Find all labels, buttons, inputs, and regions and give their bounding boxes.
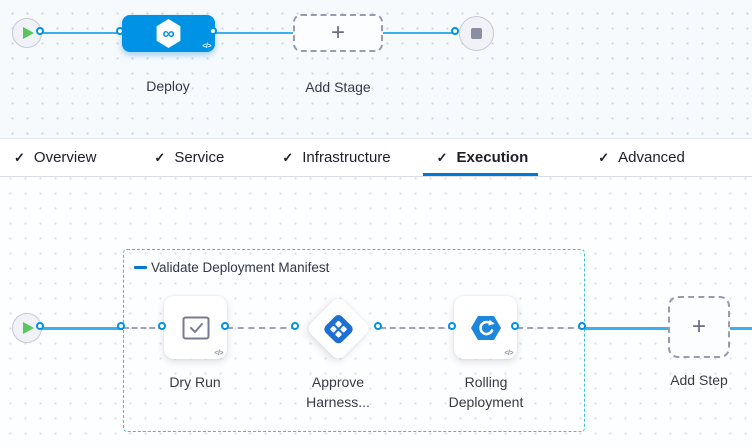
stage-pipeline-canvas: ∞ </> + Deploy Add Stage	[0, 0, 752, 139]
plus-icon: +	[331, 21, 345, 45]
connector-line	[383, 32, 458, 35]
step-node-rolling-deployment[interactable]: </>	[454, 296, 517, 359]
harness-cd-icon: ∞	[155, 19, 182, 48]
tab-label: Overview	[34, 149, 97, 166]
connector-line-dashed	[380, 327, 454, 329]
connector-port[interactable]	[221, 322, 229, 330]
connector-port[interactable]	[209, 27, 217, 35]
stage-config-tabbar: ✓ Overview ✓ Service ✓ Infrastructure ✓ …	[0, 139, 752, 177]
connector-port[interactable]	[116, 27, 124, 35]
dry-run-checkbox-icon	[182, 316, 210, 340]
step-group-header[interactable]: Validate Deployment Manifest	[134, 260, 329, 275]
step-label-approve: Approve Harness...	[293, 372, 383, 412]
tab-label: Execution	[457, 149, 529, 166]
connector-line	[730, 327, 752, 330]
connector-port[interactable]	[117, 322, 125, 330]
deploy-stage-node[interactable]: ∞ </>	[122, 15, 215, 52]
connector-port[interactable]	[374, 322, 382, 330]
plus-icon: +	[692, 315, 706, 339]
connector-port[interactable]	[291, 322, 299, 330]
checkmark-icon: ✓	[598, 150, 609, 166]
tab-execution[interactable]: ✓ Execution	[437, 139, 529, 176]
checkmark-icon: ✓	[282, 150, 293, 166]
execution-steps-canvas: Validate Deployment Manifest </>	[0, 177, 752, 447]
connector-line-dashed	[227, 327, 297, 329]
connector-port[interactable]	[451, 27, 459, 35]
connector-port[interactable]	[36, 27, 44, 35]
step-group-title: Validate Deployment Manifest	[151, 260, 329, 275]
rolling-deployment-icon	[470, 314, 502, 342]
add-step-button[interactable]: +	[668, 296, 730, 358]
tab-label: Service	[174, 149, 224, 166]
connector-line	[584, 327, 668, 330]
add-stage-label: Add Stage	[288, 77, 388, 97]
connector-port[interactable]	[448, 322, 456, 330]
step-label-rolling: Rolling Deployment	[436, 372, 536, 412]
step-node-dry-run[interactable]: </>	[164, 296, 227, 359]
connector-line	[215, 32, 293, 35]
pipeline-end-node[interactable]	[459, 16, 494, 51]
connector-line	[42, 32, 123, 35]
connector-line-dashed	[517, 327, 584, 329]
step-label-dry-run: Dry Run	[145, 372, 245, 392]
connector-line	[42, 327, 123, 330]
tab-overview[interactable]: ✓ Overview	[14, 139, 96, 176]
stop-icon	[471, 28, 482, 39]
checkmark-icon: ✓	[437, 150, 448, 166]
connector-port[interactable]	[36, 322, 44, 330]
code-toggle-icon[interactable]: </>	[504, 350, 513, 357]
code-toggle-icon[interactable]: </>	[214, 350, 223, 357]
play-icon	[23, 322, 34, 334]
tab-label: Advanced	[618, 149, 685, 166]
tab-service[interactable]: ✓ Service	[154, 139, 224, 176]
tab-advanced[interactable]: ✓ Advanced	[598, 139, 685, 176]
code-toggle-icon[interactable]: </>	[202, 43, 211, 50]
tab-infrastructure[interactable]: ✓ Infrastructure	[282, 139, 390, 176]
collapse-dash-icon[interactable]	[134, 266, 147, 269]
add-step-label: Add Step	[659, 370, 739, 390]
connector-port[interactable]	[511, 322, 519, 330]
tab-label: Infrastructure	[302, 149, 390, 166]
connector-port[interactable]	[578, 322, 586, 330]
play-icon	[23, 27, 34, 39]
connector-port[interactable]	[158, 322, 166, 330]
harness-approval-icon	[321, 311, 357, 347]
add-stage-button[interactable]: +	[293, 14, 383, 52]
checkmark-icon: ✓	[154, 150, 165, 166]
checkmark-icon: ✓	[14, 150, 25, 166]
deploy-stage-label: Deploy	[118, 76, 218, 96]
